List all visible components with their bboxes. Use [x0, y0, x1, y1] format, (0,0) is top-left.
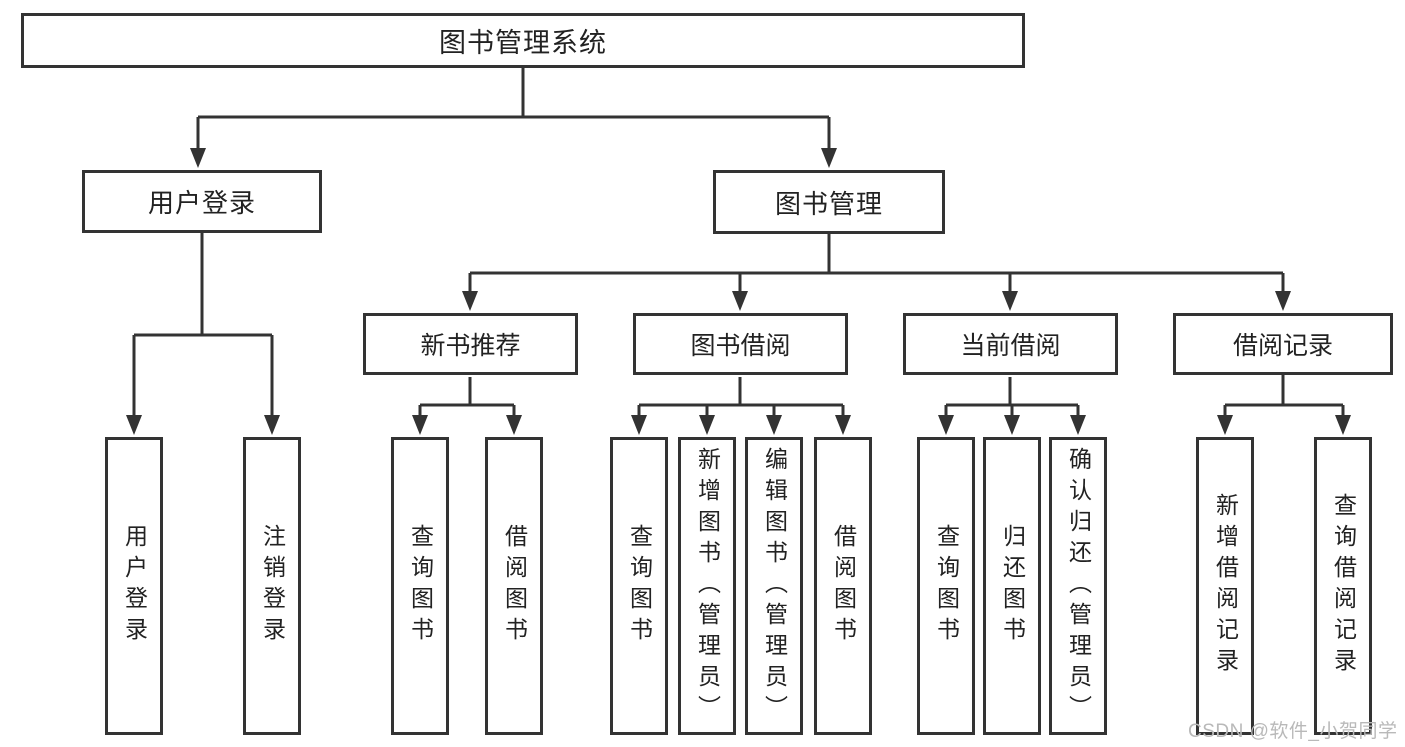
- node-borrow-records-label: 借阅记录: [1232, 332, 1333, 360]
- leaf-query-book-recommend-label: 查询图书: [407, 524, 434, 648]
- leaf-query-book-borrow-label: 查询图书: [626, 524, 653, 648]
- node-library-system-label: 图书管理系统: [439, 28, 607, 58]
- leaf-add-borrow-record-label: 新增借阅记录: [1212, 493, 1239, 679]
- leaf-add-borrow-record: 新增借阅记录: [1196, 437, 1254, 735]
- leaf-borrow-book-borrow: 借阅图书: [814, 437, 872, 735]
- leaf-query-book-current: 查询图书: [917, 437, 975, 735]
- leaf-confirm-return-admin-label: 确认归还（管理员）: [1065, 446, 1092, 726]
- leaf-borrow-book-borrow-label: 借阅图书: [830, 524, 857, 648]
- leaf-query-book-borrow: 查询图书: [610, 437, 668, 735]
- leaf-logout: 注销登录: [243, 437, 301, 735]
- arrowheads: [126, 148, 1351, 435]
- node-book-management-label: 图书管理: [774, 188, 883, 219]
- leaf-return-book: 归还图书: [983, 437, 1041, 735]
- leaf-user-login: 用户登录: [105, 437, 163, 735]
- node-book-borrow: 图书借阅: [633, 313, 848, 375]
- leaf-confirm-return-admin: 确认归还（管理员）: [1049, 437, 1107, 735]
- node-new-book-recommend: 新书推荐: [363, 313, 578, 375]
- leaf-return-book-label: 归还图书: [999, 524, 1026, 648]
- leaf-query-borrow-record: 查询借阅记录: [1314, 437, 1372, 735]
- leaf-add-book-admin: 新增图书（管理员）: [678, 437, 736, 735]
- node-book-borrow-label: 图书借阅: [690, 332, 791, 360]
- leaf-query-book-current-label: 查询图书: [933, 524, 960, 648]
- leaf-borrow-book-recommend-label: 借阅图书: [501, 524, 528, 648]
- node-current-borrow: 当前借阅: [903, 313, 1118, 375]
- node-user-login: 用户登录: [82, 170, 322, 233]
- leaf-logout-label: 注销登录: [259, 524, 286, 648]
- leaf-add-book-admin-label: 新增图书（管理员）: [694, 446, 721, 726]
- node-borrow-records: 借阅记录: [1173, 313, 1393, 375]
- csdn-watermark: CSDN @软件_小贺同学: [1188, 721, 1398, 742]
- node-book-management: 图书管理: [713, 170, 945, 234]
- leaf-borrow-book-recommend: 借阅图书: [485, 437, 543, 735]
- node-current-borrow-label: 当前借阅: [960, 332, 1061, 360]
- node-user-login-label: 用户登录: [147, 188, 256, 218]
- leaf-user-login-label: 用户登录: [121, 524, 148, 648]
- leaf-edit-book-admin-label: 编辑图书（管理员）: [761, 446, 788, 726]
- node-new-book-recommend-label: 新书推荐: [420, 332, 521, 360]
- leaf-query-borrow-record-label: 查询借阅记录: [1330, 493, 1357, 679]
- leaf-edit-book-admin: 编辑图书（管理员）: [745, 437, 803, 735]
- leaf-query-book-recommend: 查询图书: [391, 437, 449, 735]
- node-library-system: 图书管理系统: [21, 13, 1025, 68]
